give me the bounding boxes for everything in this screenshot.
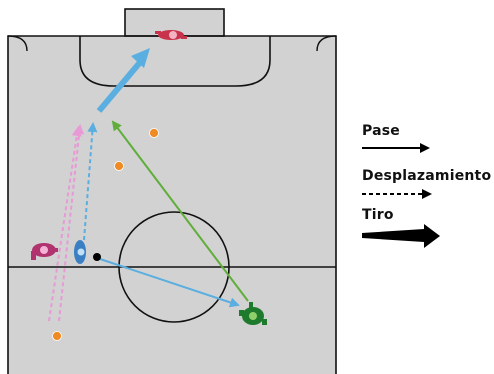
center-circle <box>118 211 230 323</box>
shot-arrow <box>96 58 145 113</box>
attacker-icon <box>31 243 58 260</box>
legend-desplazamiento-label: Desplazamiento <box>362 168 492 184</box>
goalkeeper-icon <box>155 30 187 40</box>
corner-arc-right <box>316 35 337 52</box>
legend-tiro-label: Tiro <box>362 207 394 223</box>
ball-icon <box>93 253 101 261</box>
cone-icon <box>114 161 124 171</box>
cone-icon <box>52 331 62 341</box>
move-blue <box>83 122 98 241</box>
legend-tiro-arrow <box>362 224 440 248</box>
receiver-icon <box>239 302 267 325</box>
cone-icon <box>149 128 159 138</box>
legend-pase-label: Pase <box>362 123 400 139</box>
pass-arrow <box>99 258 240 308</box>
shot-arrowhead <box>131 48 150 68</box>
diagonal-pass-arrow <box>111 120 249 302</box>
move-pink-1 <box>48 126 82 322</box>
player-blue-icon <box>74 240 86 264</box>
corner-arc-left <box>7 35 28 52</box>
penalty-area <box>79 36 271 87</box>
court-surface <box>8 36 336 374</box>
move-pink-2 <box>58 124 85 322</box>
